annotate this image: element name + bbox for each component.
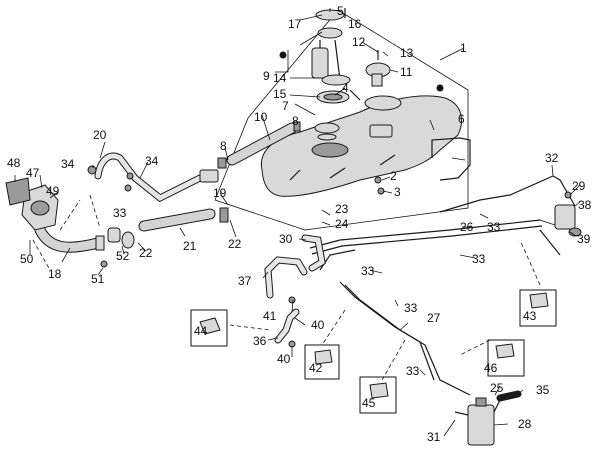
callout-15: 15 (273, 87, 287, 101)
callout-2: 2 (390, 169, 397, 183)
callout-3: 3 (394, 185, 401, 199)
callout-30: 30 (279, 232, 293, 246)
marker-dot (280, 52, 286, 58)
callout-28: 28 (518, 417, 532, 431)
carbon-canister[interactable] (454, 390, 522, 446)
callout-17: 17 (288, 17, 302, 31)
callout-33-left: 33 (113, 206, 127, 220)
hose-clamps (100, 227, 135, 268)
callout-33-right: 33 (487, 220, 501, 234)
callout-51: 51 (91, 272, 105, 286)
callout-41: 41 (263, 309, 277, 323)
filler-hose-lower[interactable] (138, 207, 229, 232)
fuel-lines[interactable] (309, 175, 576, 396)
callout-21: 21 (183, 239, 197, 253)
callout-18: 18 (48, 267, 62, 281)
callout-49: 49 (46, 184, 60, 198)
callout-6: 6 (458, 112, 465, 126)
callout-42: 42 (309, 361, 323, 375)
callout-34-right: 34 (145, 154, 159, 168)
callout-38: 38 (578, 198, 592, 212)
fuel-tank[interactable] (260, 95, 462, 197)
callout-33-center: 33 (404, 301, 418, 315)
callout-22-left: 22 (139, 246, 153, 260)
clip-box-46 (487, 339, 525, 377)
assembly-guide-lines (32, 194, 541, 381)
callout-9: 9 (263, 69, 270, 83)
leader-lines (14, 8, 581, 437)
callout-29: 29 (572, 179, 586, 193)
purge-valve[interactable] (554, 191, 582, 237)
callout-1: 1 (460, 41, 467, 55)
callout-24: 24 (335, 217, 349, 231)
callout-50: 50 (20, 252, 34, 266)
filler-cap-flange[interactable] (5, 177, 59, 231)
callout-22-right: 22 (228, 237, 242, 251)
callout-35: 35 (536, 383, 550, 397)
callout-34-left: 34 (61, 157, 75, 171)
clip-box-42 (304, 344, 340, 380)
callout-39: 39 (577, 232, 591, 246)
callout-45: 45 (362, 396, 376, 410)
callout-37: 37 (238, 274, 252, 288)
callout-46: 46 (484, 361, 498, 375)
fuel-pump-assembly[interactable] (311, 9, 351, 141)
callout-33-bottom: 33 (406, 364, 420, 378)
callout-25: 25 (490, 381, 504, 395)
clip-box-43 (519, 289, 557, 327)
callout-4: 4 (342, 81, 349, 95)
callout-5: 5 (337, 4, 344, 18)
clip-box-45 (359, 376, 397, 414)
callout-8-top: 8 (292, 114, 299, 128)
clip-box-44 (190, 309, 228, 347)
callout-44: 44 (194, 324, 208, 338)
fuel-level-sensor[interactable] (365, 62, 391, 87)
tank-vent-pipe[interactable] (431, 137, 471, 181)
callout-14: 14 (273, 71, 287, 85)
callout-27: 27 (427, 311, 441, 325)
callout-52: 52 (116, 249, 130, 263)
vent-hose-36[interactable] (274, 296, 300, 348)
callout-20: 20 (93, 128, 107, 142)
filler-neck[interactable] (34, 224, 105, 253)
callout-7: 7 (282, 99, 289, 113)
vent-hose-30[interactable] (301, 234, 326, 272)
callout-36: 36 (253, 334, 267, 348)
callout-26: 26 (460, 220, 474, 234)
callout-numbers: 1 2 3 4 5 6 7 8 8 9 10 11 12 13 14 15 16… (7, 4, 592, 444)
callout-8: 8 (220, 139, 227, 153)
breather-pipe[interactable] (87, 152, 219, 203)
vent-hose-37[interactable] (264, 256, 308, 299)
callout-10: 10 (254, 110, 268, 124)
callout-47: 47 (26, 166, 40, 180)
callout-48: 48 (7, 156, 21, 170)
callout-23: 23 (335, 202, 349, 216)
callout-16: 16 (348, 17, 362, 31)
callout-31: 31 (427, 430, 441, 444)
callout-40-upper: 40 (311, 318, 325, 332)
callout-32: 32 (545, 151, 559, 165)
callout-13: 13 (400, 46, 414, 60)
callout-33-mid: 33 (361, 264, 375, 278)
marker-dot (437, 85, 443, 91)
callout-43: 43 (523, 309, 537, 323)
filler-hose[interactable] (217, 121, 301, 169)
callout-19: 19 (213, 186, 227, 200)
callout-33-lower: 33 (472, 252, 486, 266)
tank-assembly-outline (214, 9, 469, 231)
callout-11: 11 (400, 65, 413, 79)
callout-40-lower: 40 (277, 352, 291, 366)
callout-12: 12 (352, 35, 366, 49)
